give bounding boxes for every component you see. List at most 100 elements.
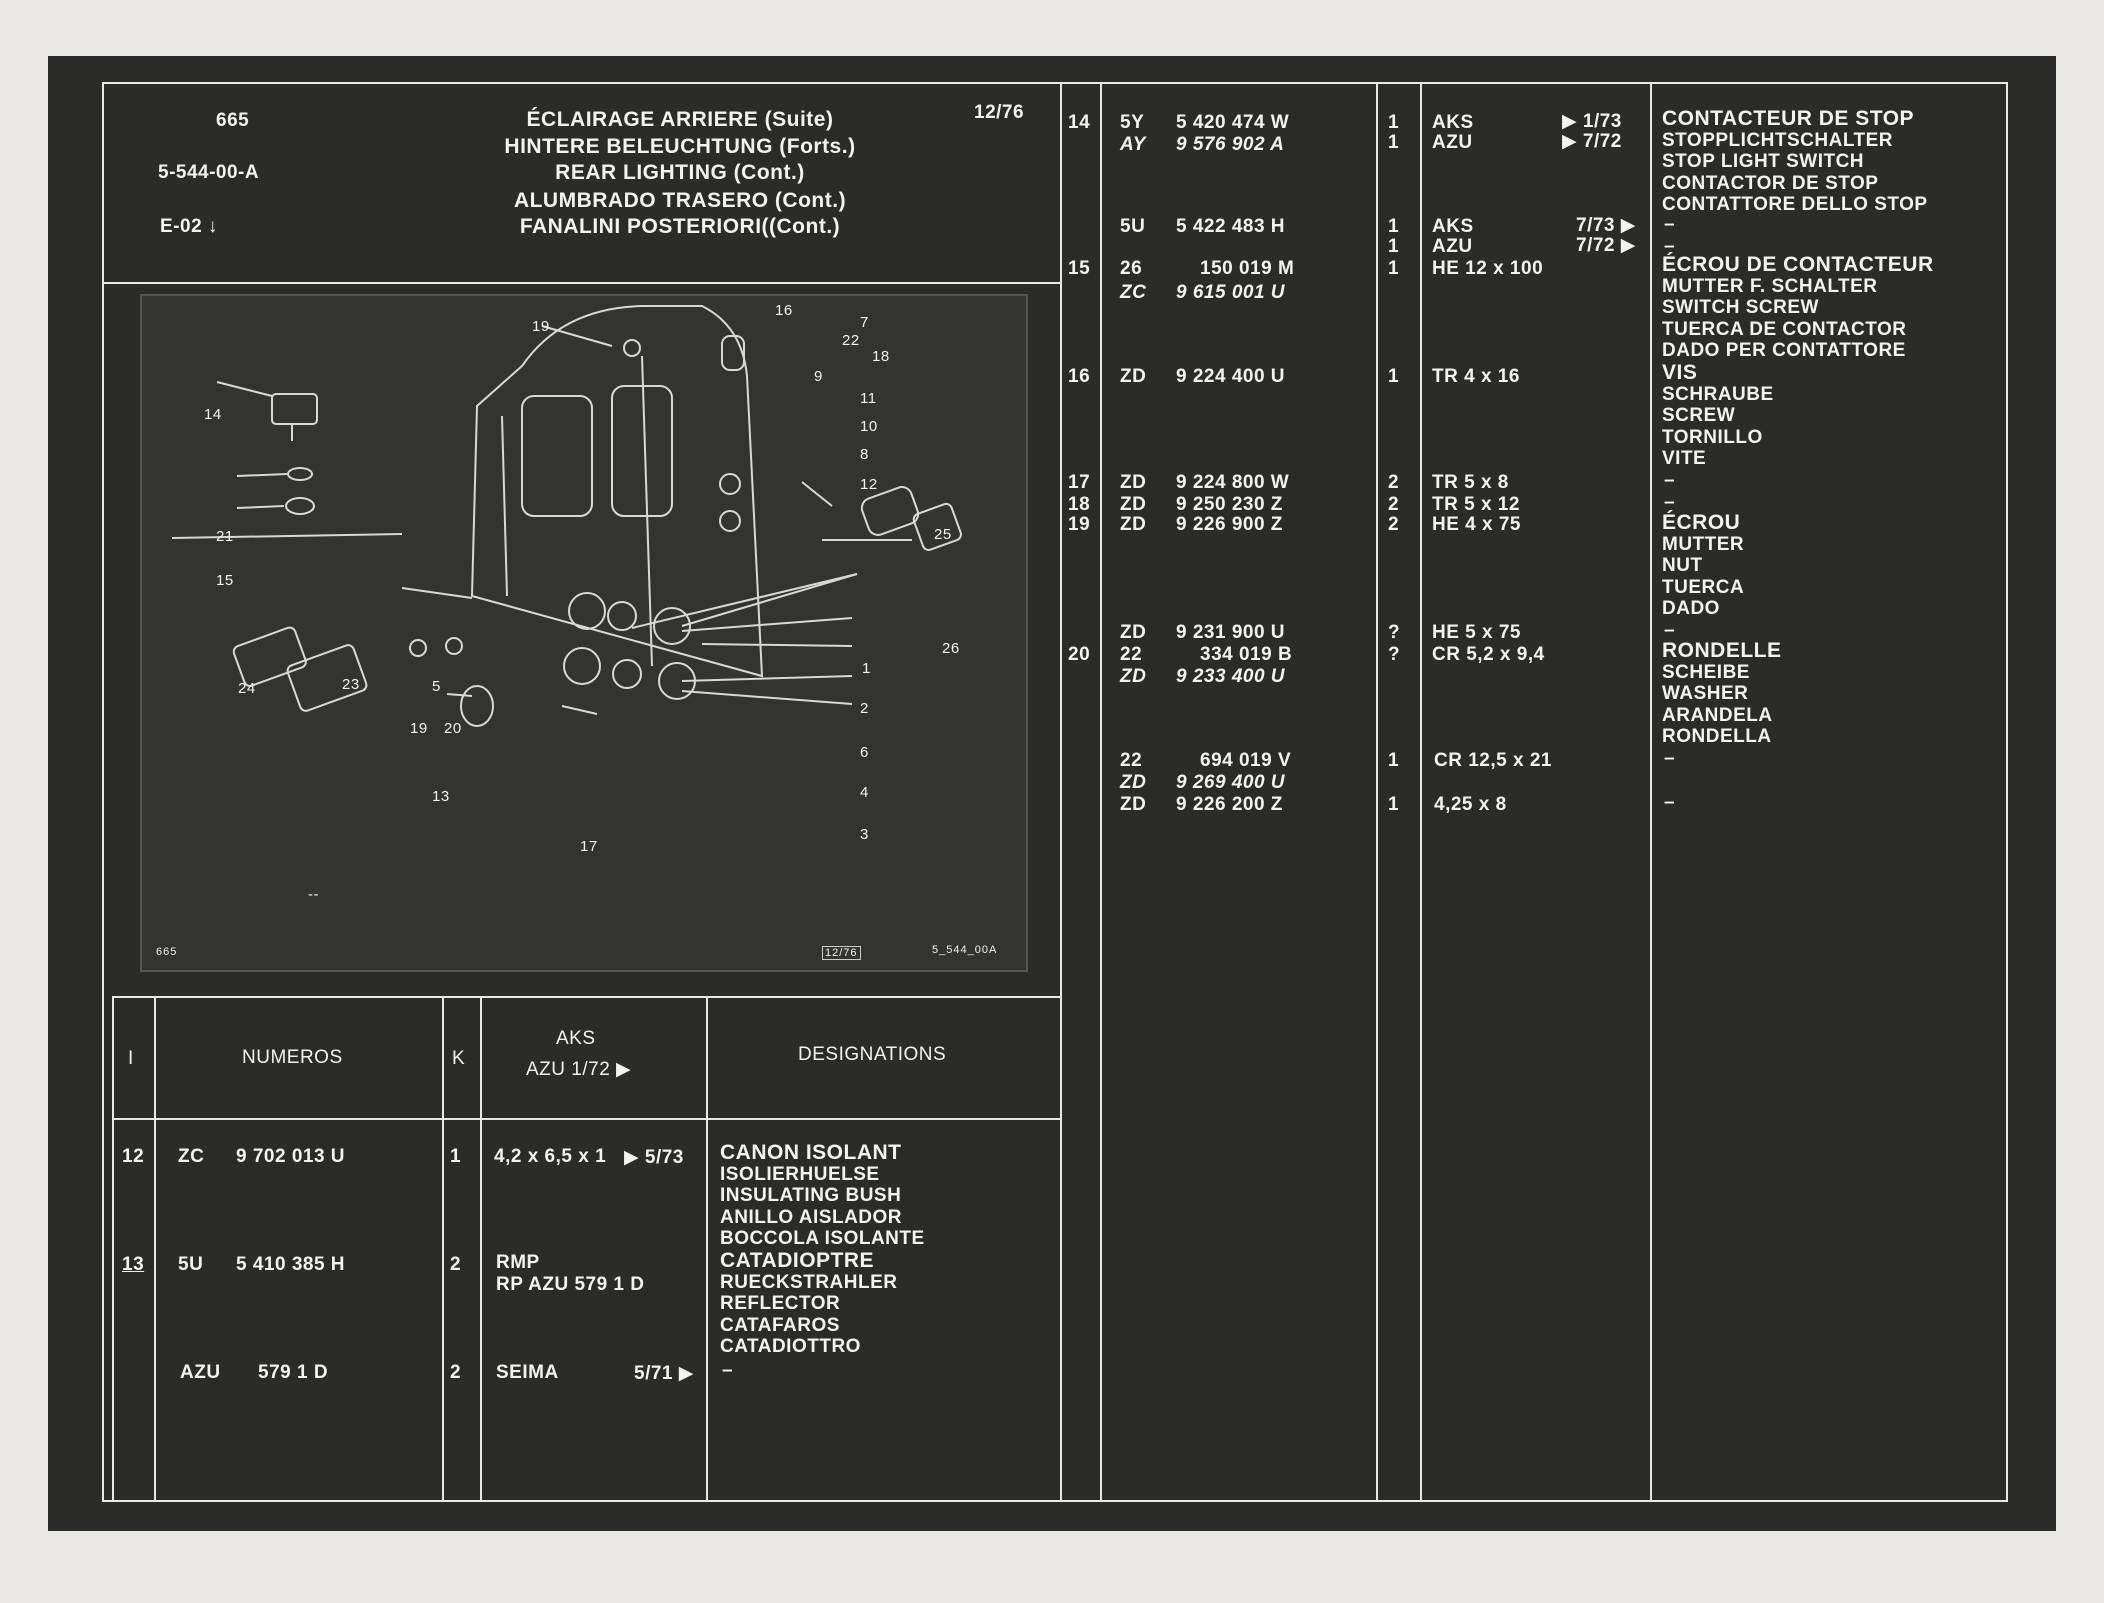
row15a-prefix: 26 (1120, 258, 1143, 279)
row20-desig-fr: RONDELLE (1662, 639, 1782, 662)
row16-item: 16 (1068, 366, 1091, 387)
header-divider (102, 282, 1062, 284)
row16-desig-en: SCREW (1662, 405, 1736, 426)
row20d-number: 9 269 400 U (1176, 772, 1286, 793)
row12-designation: CANON ISOLANT ISOLIERHUELSE INSULATING B… (720, 1142, 925, 1250)
row20b-number: 9 233 400 U (1176, 666, 1286, 687)
row16-desig-fr: VIS (1662, 361, 1698, 384)
row13b-number: 579 1 D (258, 1362, 329, 1383)
row20-desig-es: ARANDELA (1662, 704, 1773, 726)
row19-designation: ÉCROU MUTTER NUT TUERCA DADO (1662, 512, 1744, 620)
row19b-qty: ? (1388, 622, 1401, 643)
row12-desig-es: ANILLO AISLADOR (720, 1206, 903, 1228)
left-col-line-0 (112, 996, 114, 1502)
row13b-spec: SEIMA (496, 1362, 559, 1383)
right-col-line-2 (1376, 82, 1378, 1502)
row13-desig-fr: CATADIOPTRE (720, 1249, 875, 1272)
callout-21: 21 (216, 528, 234, 545)
right-col-line-4 (1650, 82, 1652, 1502)
right-col-line-1 (1100, 82, 1102, 1502)
callout-7: 7 (860, 314, 869, 331)
date-code: 12/76 (974, 102, 1025, 123)
row15-designation: ÉCROU DE CONTACTEUR MUTTER F. SCHALTER S… (1662, 254, 1934, 362)
row15-item: 15 (1068, 258, 1091, 279)
left-col-line-1 (154, 996, 156, 1502)
row17-spec: TR 5 x 8 (1432, 472, 1509, 493)
panel-split (1060, 82, 1062, 1502)
row14a-spec: AKS (1432, 112, 1474, 133)
title-fr: ÉCLAIRAGE ARRIERE (Suite) (526, 108, 834, 131)
row19-item: 19 (1068, 514, 1091, 535)
row14a-prefix: 5Y (1120, 112, 1145, 133)
row12-date: ▶ 5/73 (624, 1147, 684, 1168)
row20e-number: 9 226 200 Z (1176, 794, 1283, 815)
row13-spec-2: RP AZU 579 1 D (496, 1274, 645, 1295)
row18-item: 18 (1068, 494, 1091, 515)
row12-desig-de: ISOLIERHUELSE (720, 1163, 880, 1185)
exploded-diagram: 19 16 7 22 18 9 11 10 8 12 14 21 15 25 2… (140, 294, 1028, 972)
diagram-footer-left: 665 (156, 946, 178, 958)
row14-desig-it: CONTATTORE DELLO STOP (1662, 194, 1928, 215)
col-header-designations: DESIGNATIONS (798, 1044, 947, 1065)
row20-desig-it: RONDELLA (1662, 726, 1772, 747)
row19b-spec: HE 5 x 75 (1432, 622, 1521, 643)
row20a-prefix: 22 (1120, 644, 1143, 665)
row13b-qty: 2 (450, 1362, 462, 1383)
row20c-prefix: 22 (1120, 750, 1143, 771)
callout-6: 6 (860, 744, 869, 761)
col-header-k: K (452, 1048, 466, 1069)
row20c-designation: – (1664, 748, 1676, 769)
row19-prefix: ZD (1120, 514, 1147, 535)
row12-desig-fr: CANON ISOLANT (720, 1141, 902, 1164)
callout-3: 3 (860, 826, 869, 843)
variant-label: E-02 (160, 216, 203, 237)
row20c-qty: 1 (1388, 750, 1400, 771)
row13-number: 5 410 385 H (236, 1254, 346, 1275)
row19b-number: 9 231 900 U (1176, 622, 1286, 643)
reference-code: 5-544-00-A (158, 162, 260, 183)
row20-desig-en: WASHER (1662, 683, 1749, 704)
col-header-numeros: NUMEROS (242, 1047, 343, 1068)
row17-designation: – (1664, 470, 1676, 491)
row19-number: 9 226 900 Z (1176, 514, 1283, 535)
row15b-prefix: ZC (1120, 282, 1147, 303)
diagram-footer-mid: 12/76 (822, 946, 861, 960)
row12-number: 9 702 013 U (236, 1146, 346, 1167)
table-header-line (112, 1118, 1060, 1120)
row14b-number: 9 576 902 A (1176, 134, 1285, 155)
row14c-qty: 1 (1388, 216, 1400, 237)
outer-frame (102, 82, 2008, 1502)
callout-11: 11 (860, 390, 877, 407)
row14a-qty: 1 (1388, 112, 1400, 133)
row16-number: 9 224 400 U (1176, 366, 1286, 387)
callout-13: 13 (432, 788, 450, 805)
row14c-spec: AKS (1432, 216, 1474, 237)
row16-prefix: ZD (1120, 366, 1147, 387)
row17-item: 17 (1068, 472, 1091, 493)
row19-desig-es: TUERCA (1662, 576, 1745, 598)
row14-desig-fr: CONTACTEUR DE STOP (1662, 107, 1915, 130)
row19b-prefix: ZD (1120, 622, 1147, 643)
callout-25: 25 (934, 526, 952, 543)
row14d-date: 7/72 ▶ (1576, 235, 1636, 256)
row15a-spec: HE 12 x 100 (1432, 258, 1544, 279)
row16-desig-de: SCHRAUBE (1662, 383, 1774, 405)
left-col-line-2 (442, 996, 444, 1502)
col-header-i: I (128, 1048, 134, 1069)
row13-prefix: 5U (178, 1254, 204, 1275)
row14-item: 14 (1068, 112, 1091, 133)
callout-19b: 19 (410, 720, 428, 737)
row14b-date: ▶ 7/72 (1562, 131, 1622, 152)
row15b-number: 9 615 001 U (1176, 282, 1286, 303)
callout-26: 26 (942, 640, 960, 657)
row15-desig-es: TUERCA DE CONTACTOR (1662, 318, 1907, 340)
left-col-line-4 (706, 996, 708, 1502)
right-col-line-3 (1420, 82, 1422, 1502)
diagram-footer-right: 5_544_00A (932, 944, 998, 956)
row13-desig-es: CATAFAROS (720, 1314, 840, 1336)
row14b-spec: AZU (1432, 132, 1473, 153)
row13b-designation: – (722, 1360, 734, 1381)
row14b-prefix: AY (1120, 134, 1146, 155)
row16-designation: VIS SCHRAUBE SCREW TORNILLO VITE (1662, 362, 1774, 470)
row12-spec: 4,2 x 6,5 x 1 (494, 1146, 607, 1167)
